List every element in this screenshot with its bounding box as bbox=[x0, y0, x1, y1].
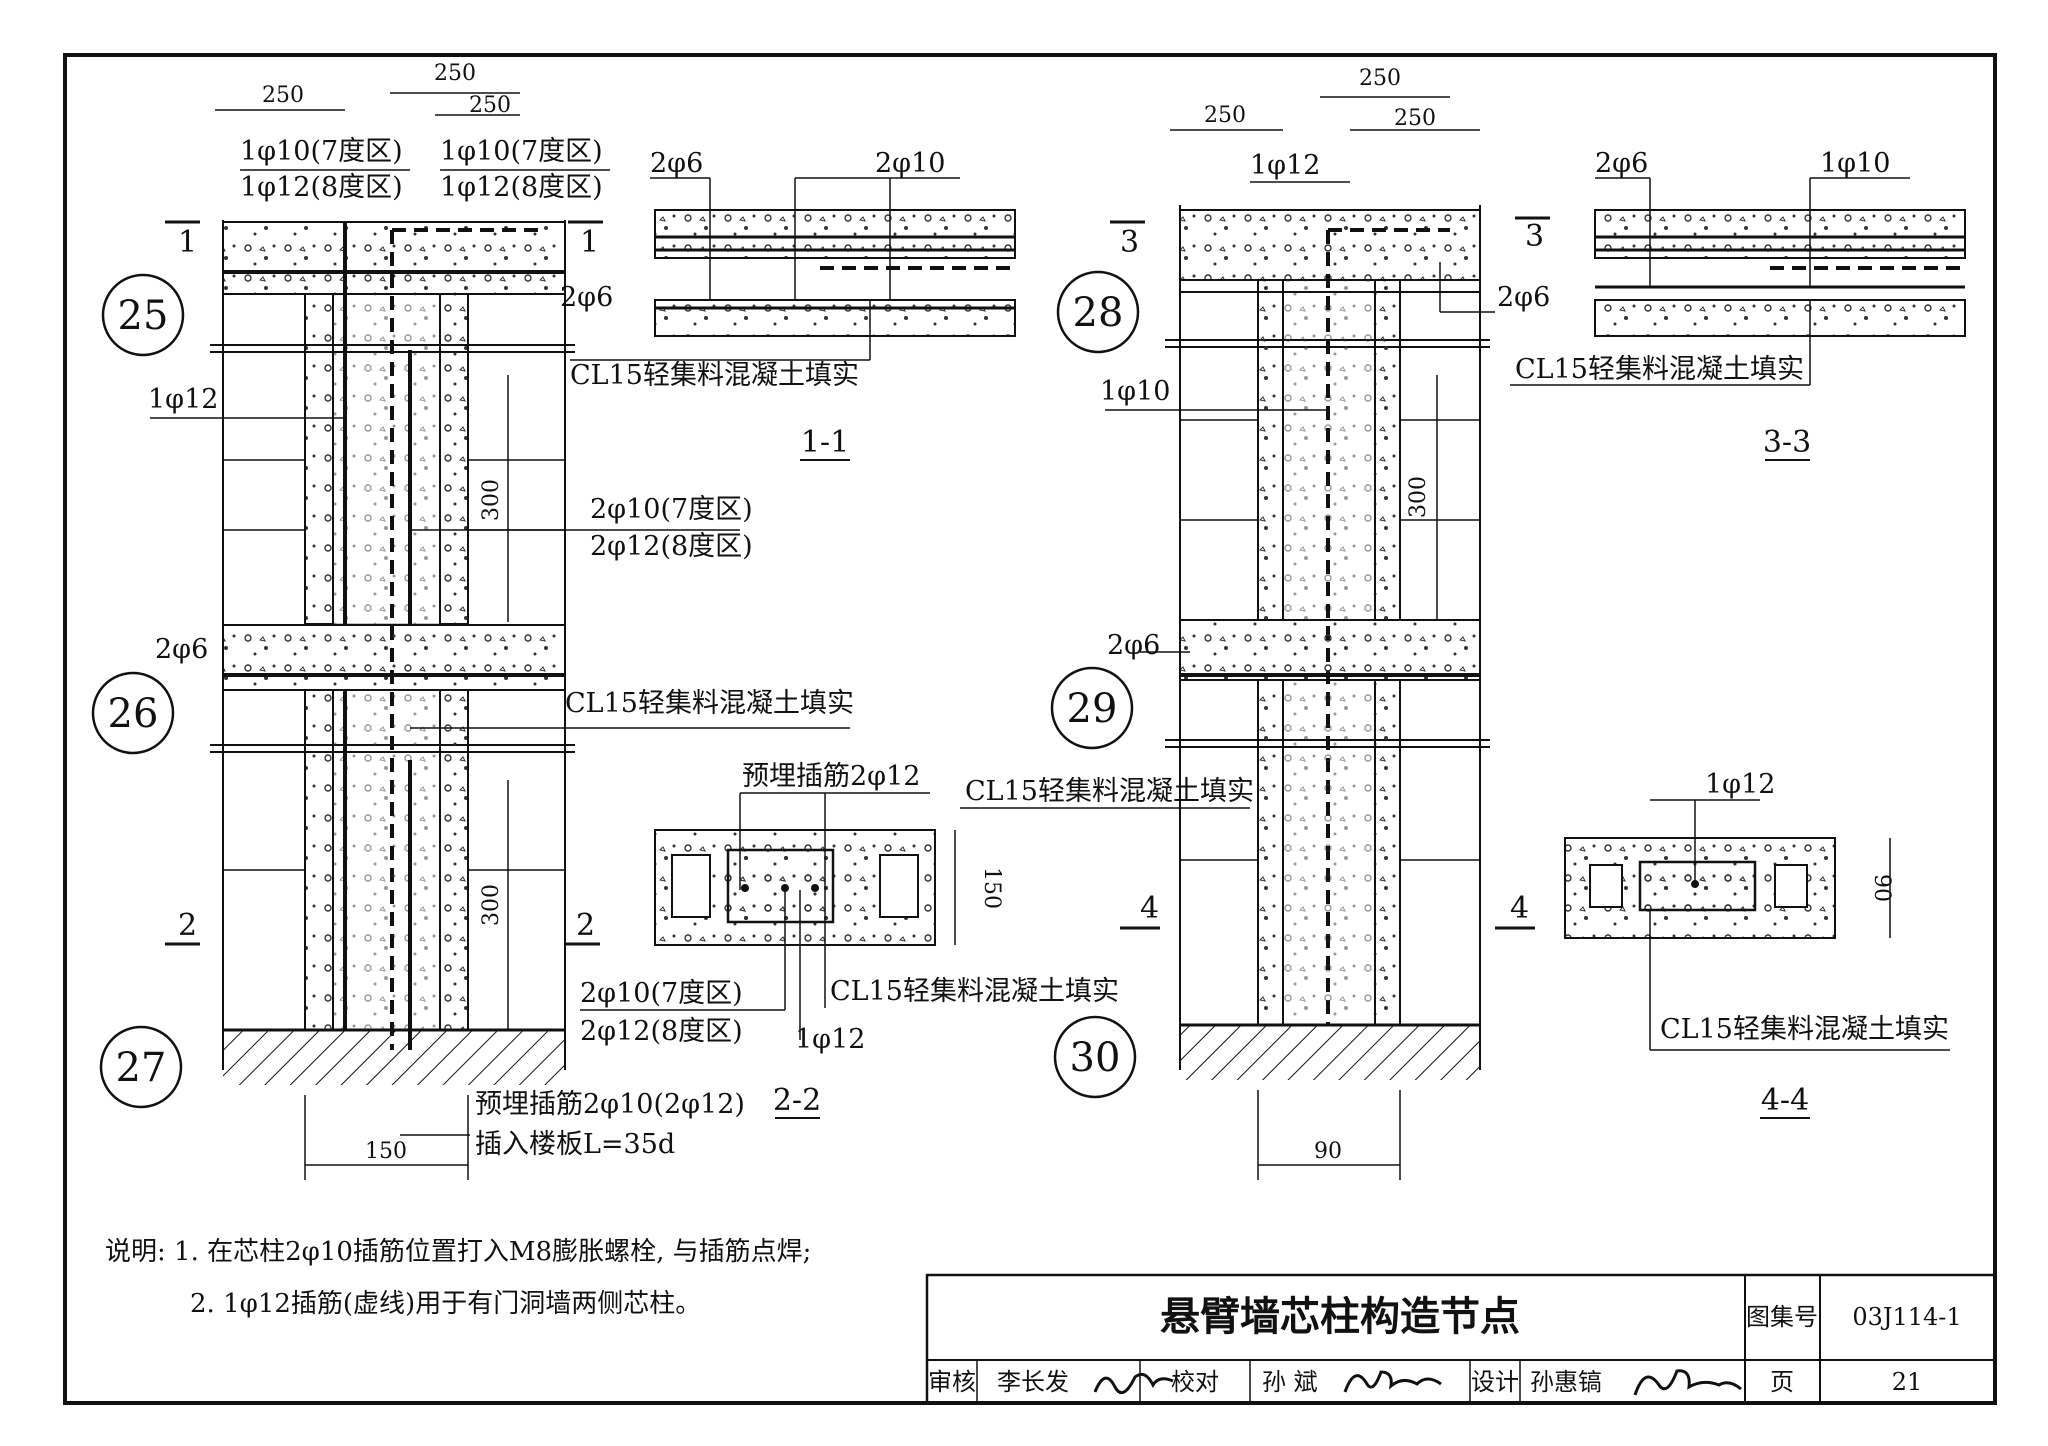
label-1phi12-left: 1φ12 bbox=[148, 384, 218, 415]
reviewer-signature bbox=[1093, 1372, 1174, 1395]
sec22-embed-label: 预埋插筋2φ12 bbox=[742, 761, 920, 792]
sec11-cl15-label: CL15轻集料混凝土填实 bbox=[570, 360, 859, 391]
checker-name: 孙 斌 bbox=[1262, 1368, 1318, 1396]
rebar-mid-line2: 2φ12(8度区) bbox=[590, 531, 753, 562]
designer-name: 孙惠镐 bbox=[1530, 1368, 1602, 1396]
drawing-title: 悬臂墙芯柱构造节点 bbox=[1160, 1294, 1520, 1340]
dim-300-left-a: 300 bbox=[479, 479, 504, 521]
rebar-top-left-line1: 1φ10(7度区) bbox=[240, 136, 403, 167]
dim-250-right-a: 250 bbox=[1204, 103, 1246, 128]
right-rebar-top: 1φ12 bbox=[1250, 150, 1320, 181]
node-28-marker bbox=[1056, 270, 1140, 354]
dim-90-right: 90 bbox=[1314, 1139, 1342, 1164]
label-2phi6-left-top: 2φ6 bbox=[560, 282, 613, 313]
sec44-label-1phi12: 1φ12 bbox=[1705, 769, 1775, 800]
sec22-title: 2-2 bbox=[773, 1083, 821, 1118]
label-2phi6-right-top: 2φ6 bbox=[1497, 282, 1550, 313]
section-mark-1-right: 1 bbox=[580, 225, 599, 260]
section-mark-4-left: 4 bbox=[1140, 891, 1159, 926]
sec22-rebar-line1: 2φ10(7度区) bbox=[580, 978, 743, 1009]
sec44-cl15-label: CL15轻集料混凝土填实 bbox=[1660, 1014, 1949, 1045]
rebar-top-right-line2: 1φ12(8度区) bbox=[440, 172, 603, 203]
designer-signature bbox=[1633, 1369, 1742, 1396]
check-label: 校对 bbox=[1171, 1368, 1219, 1396]
dim-150-left: 150 bbox=[365, 1139, 407, 1164]
node-29-number: 29 bbox=[1067, 686, 1118, 732]
sec22-rebar-line2: 2φ12(8度区) bbox=[580, 1016, 743, 1047]
sec33-label-2phi6: 2φ6 bbox=[1595, 148, 1648, 179]
reviewer-name: 李长发 bbox=[997, 1368, 1069, 1396]
dim-250-left-c: 250 bbox=[469, 93, 511, 118]
rebar-mid-line1: 2φ10(7度区) bbox=[590, 494, 753, 525]
atlas-label: 图集号 bbox=[1746, 1303, 1818, 1331]
sec11-label-2phi10: 2φ10 bbox=[875, 148, 945, 179]
sec44-dim-90: 90 bbox=[1869, 874, 1894, 902]
embed-note-line1: 预埋插筋2φ10(2φ12) bbox=[475, 1089, 745, 1120]
dim-300-left-b: 300 bbox=[479, 884, 504, 926]
rebar-top-right-line1: 1φ10(7度区) bbox=[440, 136, 603, 167]
node-27-number: 27 bbox=[116, 1045, 167, 1091]
sec22-cl15-label: CL15轻集料混凝土填实 bbox=[830, 976, 1119, 1007]
node-26-marker bbox=[91, 671, 175, 755]
sec33-cl15-label: CL15轻集料混凝土填实 bbox=[1515, 354, 1804, 385]
section-2-2 bbox=[580, 792, 956, 1119]
dim-250-left-a: 250 bbox=[262, 83, 304, 108]
sec33-title: 3-3 bbox=[1763, 425, 1811, 460]
rebar-top-left-line2: 1φ12(8度区) bbox=[240, 172, 403, 203]
node-25-marker bbox=[101, 273, 185, 357]
section-1-1 bbox=[570, 177, 1016, 461]
note-line-2: 2. 1φ12插筋(虚线)用于有门洞墙两侧芯柱。 bbox=[190, 1289, 701, 1319]
checker-signature bbox=[1343, 1370, 1442, 1393]
node-30-number: 30 bbox=[1070, 1035, 1121, 1081]
page-label: 页 bbox=[1770, 1368, 1794, 1396]
page-number: 21 bbox=[1892, 1368, 1923, 1396]
label-1phi10-right: 1φ10 bbox=[1100, 376, 1170, 407]
dim-250-left-b: 250 bbox=[434, 61, 476, 86]
sec11-label-2phi6: 2φ6 bbox=[650, 148, 703, 179]
section-mark-3-left: 3 bbox=[1120, 225, 1139, 260]
review-label: 审核 bbox=[928, 1368, 976, 1396]
dim-300-right: 300 bbox=[1406, 476, 1431, 518]
sec33-label-1phi10: 1φ10 bbox=[1820, 148, 1890, 179]
atlas-number: 03J114-1 bbox=[1852, 1303, 1961, 1331]
right-elevation bbox=[960, 96, 1495, 1180]
section-mark-3-right: 3 bbox=[1525, 219, 1544, 254]
node-25-number: 25 bbox=[118, 293, 169, 339]
sec44-title: 4-4 bbox=[1761, 1083, 1809, 1118]
title-block bbox=[925, 1273, 1997, 1405]
note-line-1: 说明: 1. 在芯柱2φ10插筋位置打入M8膨胀螺栓, 与插筋点焊; bbox=[105, 1237, 811, 1267]
dim-250-right-c: 250 bbox=[1394, 106, 1436, 131]
node-30-marker bbox=[1053, 1015, 1137, 1099]
node-29-marker bbox=[1050, 666, 1134, 750]
sec22-dim-150: 150 bbox=[979, 867, 1004, 909]
cl15-label-right: CL15轻集料混凝土填实 bbox=[965, 776, 1254, 807]
section-mark-2-left: 2 bbox=[178, 908, 197, 943]
left-elevation bbox=[150, 92, 850, 1180]
dim-250-right-b: 250 bbox=[1359, 66, 1401, 91]
label-2phi6-right-mid: 2φ6 bbox=[1107, 630, 1160, 661]
embed-note-line2: 插入楼板L=35d bbox=[475, 1129, 675, 1160]
section-4-4 bbox=[1564, 799, 1950, 1119]
section-3-3 bbox=[1510, 177, 1966, 461]
sec22-rebar-1phi12: 1φ12 bbox=[795, 1024, 865, 1055]
section-mark-2-right: 2 bbox=[576, 908, 595, 943]
node-26-number: 26 bbox=[108, 691, 159, 737]
label-2phi6-left-mid: 2φ6 bbox=[155, 634, 208, 665]
section-mark-4-right: 4 bbox=[1510, 891, 1529, 926]
design-label: 设计 bbox=[1471, 1368, 1519, 1396]
sec11-title: 1-1 bbox=[801, 425, 849, 460]
node-27-marker bbox=[99, 1025, 183, 1109]
node-28-number: 28 bbox=[1073, 290, 1124, 336]
section-mark-1-left: 1 bbox=[178, 225, 197, 260]
cl15-label-left: CL15轻集料混凝土填实 bbox=[565, 688, 854, 719]
